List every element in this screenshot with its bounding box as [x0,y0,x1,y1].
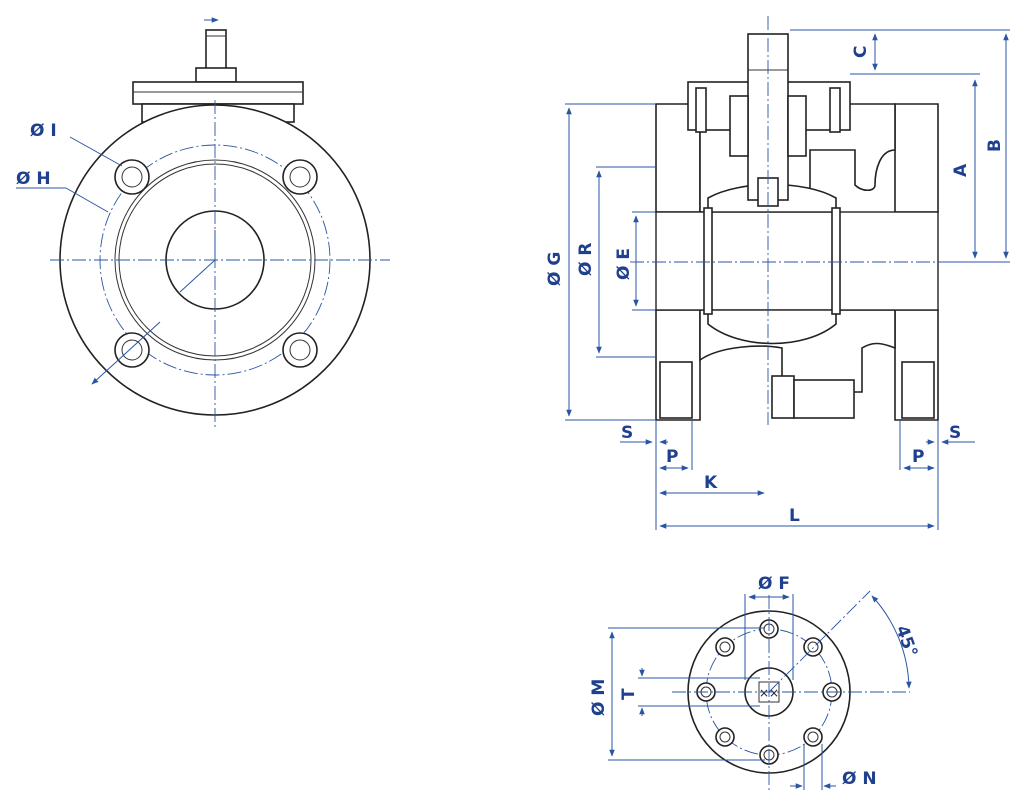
bolt-left [695,87,707,133]
label-dia-f: Ø F [758,574,790,594]
label-dia-r: Ø R [576,243,596,276]
top-bolt-hole [715,637,735,657]
label-dia-i: Ø I [30,121,57,141]
top-plate [132,81,304,105]
label-dia-m: Ø M [589,679,609,716]
bolt-hole [114,159,150,195]
label-dia-g: Ø G [545,252,565,286]
top-flange-view: ×× Ø F 45° Ø M T [589,574,921,790]
top-bolt-hole [715,727,735,747]
label-k: K [704,473,718,493]
gland-left [729,95,749,157]
seat-right [831,207,841,315]
drain-plug [771,375,795,419]
bolt-right [829,87,841,133]
label-dia-h: Ø H [16,169,51,189]
label-t: T [619,688,639,700]
section-view: Ø G Ø R Ø E C A B S S P P K L [545,16,1010,530]
drain-nut [793,379,855,419]
label-dia-e: Ø E [614,248,634,280]
stud-left [659,361,693,419]
bolt-hole [114,332,150,368]
top-bolt-hole [803,637,823,657]
label-p-right: P [912,447,924,467]
top-bolt-hole [803,727,823,747]
label-angle: 45° [891,623,921,660]
gland-right [787,95,807,157]
label-b: B [985,139,1005,152]
bolt-hole [282,332,318,368]
label-dia-n: Ø N [842,769,877,789]
label-p-left: P [666,447,678,467]
ball [707,183,837,345]
stud-right [901,361,935,419]
label-s-left: S [621,423,633,443]
seat-left [703,207,713,315]
end-view: Ø I Ø H [16,17,390,428]
label-a: A [951,163,971,177]
label-c: C [851,46,871,58]
stem-collar [195,67,237,83]
label-l: L [789,506,800,526]
bore-section [655,211,939,311]
label-s-right: S [949,423,961,443]
bolt-hole [282,159,318,195]
